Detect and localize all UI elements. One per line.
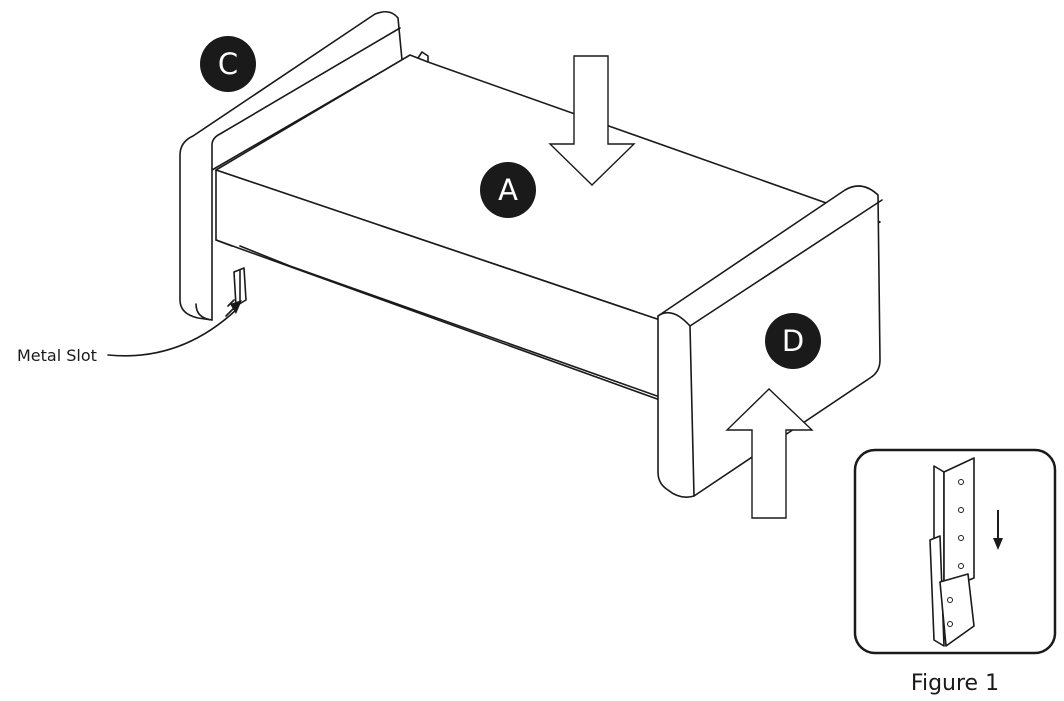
down-arrow-icon bbox=[548, 55, 636, 186]
figure-1-inset bbox=[853, 448, 1057, 655]
callout-a-badge: A bbox=[480, 162, 536, 218]
metal-slot-bracket bbox=[225, 267, 247, 317]
metal-slot-label: Metal Slot bbox=[17, 346, 97, 365]
figure-1-caption: Figure 1 bbox=[911, 671, 999, 696]
back-armrest-panel bbox=[179, 10, 403, 321]
insert-direction-arrow-icon bbox=[993, 510, 1003, 550]
callout-c-badge: C bbox=[200, 36, 256, 92]
base-body bbox=[215, 51, 881, 401]
callout-d-badge: D bbox=[765, 313, 821, 369]
callout-a-label: A bbox=[498, 173, 518, 207]
callout-d-label: D bbox=[782, 324, 804, 358]
up-arrow-icon bbox=[725, 388, 814, 519]
lower-bracket bbox=[929, 535, 975, 647]
metal-slot-callout: Metal Slot bbox=[17, 300, 242, 365]
callout-c-label: C bbox=[218, 47, 238, 81]
